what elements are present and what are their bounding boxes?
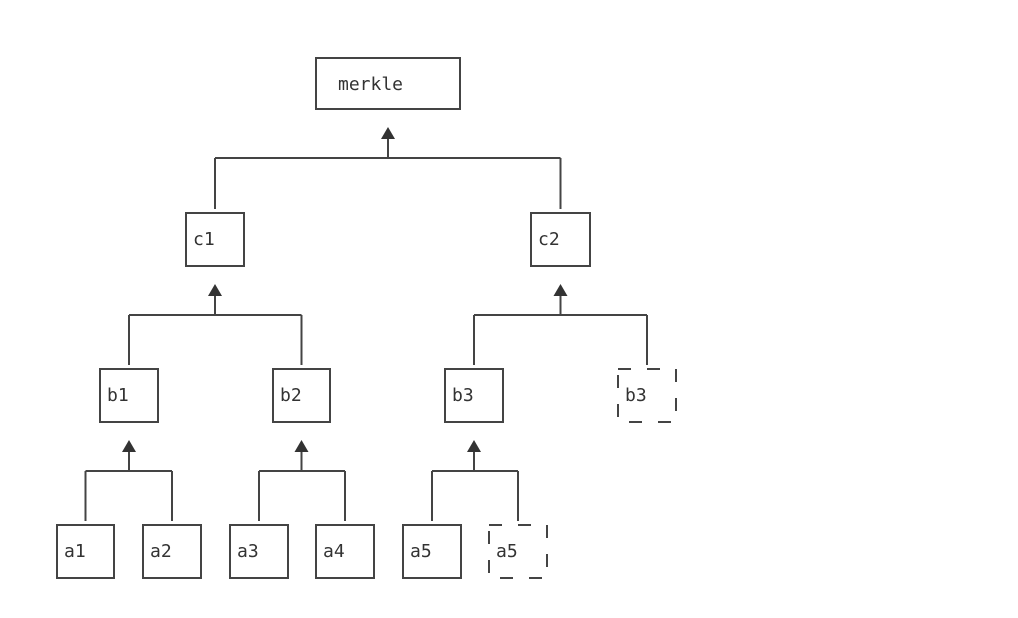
node-a5-dup: a5	[488, 524, 548, 579]
node-a3: a3	[229, 524, 289, 579]
node-box	[402, 524, 462, 579]
node-box	[315, 57, 461, 110]
node-box	[530, 212, 591, 267]
arrow-up-icon	[208, 284, 222, 296]
node-a2: a2	[142, 524, 202, 579]
connector-c1	[128, 284, 303, 365]
node-box	[444, 368, 504, 423]
node-box	[229, 524, 289, 579]
node-label: b3	[452, 385, 474, 406]
connector-b3	[431, 440, 519, 521]
node-label: a4	[323, 541, 345, 562]
node-b3: b3	[444, 368, 504, 423]
node-label: b1	[107, 385, 129, 406]
node-c1: c1	[185, 212, 245, 267]
node-box-dashed	[617, 368, 677, 423]
arrow-up-icon	[122, 440, 136, 452]
connector-c2	[473, 284, 648, 365]
node-label: merkle	[338, 74, 403, 95]
arrow-up-icon	[467, 440, 481, 452]
node-label: a5	[496, 541, 518, 562]
node-b1: b1	[99, 368, 159, 423]
connector-b1	[84, 440, 173, 521]
arrow-up-icon	[294, 440, 309, 452]
nodes-layer: merkle c1 c2 b1 b2 b3 b3 a1 a2 a3 a4 a5 a5	[56, 57, 677, 579]
node-label: a1	[64, 541, 86, 562]
node-a4: a4	[315, 524, 375, 579]
node-c2: c2	[530, 212, 591, 267]
node-label: b3	[625, 385, 647, 406]
node-label: a2	[150, 541, 172, 562]
node-label: b2	[280, 385, 302, 406]
arrow-up-icon	[553, 284, 568, 296]
node-label: a5	[410, 541, 432, 562]
node-label: c1	[193, 229, 215, 250]
node-a1: a1	[56, 524, 115, 579]
node-b2: b2	[272, 368, 331, 423]
node-a5: a5	[402, 524, 462, 579]
node-merkle: merkle	[315, 57, 461, 110]
node-box	[56, 524, 115, 579]
node-box	[185, 212, 245, 267]
node-b3-dup: b3	[617, 368, 677, 423]
connector-b2	[258, 440, 346, 521]
connector-merkle	[214, 127, 562, 209]
node-box	[99, 368, 159, 423]
edges-layer	[84, 127, 648, 521]
node-box	[272, 368, 331, 423]
node-label: a3	[237, 541, 259, 562]
node-label: c2	[538, 229, 560, 250]
node-box	[142, 524, 202, 579]
node-box-dashed	[488, 524, 548, 579]
arrow-up-icon	[381, 127, 395, 139]
node-box	[315, 524, 375, 579]
